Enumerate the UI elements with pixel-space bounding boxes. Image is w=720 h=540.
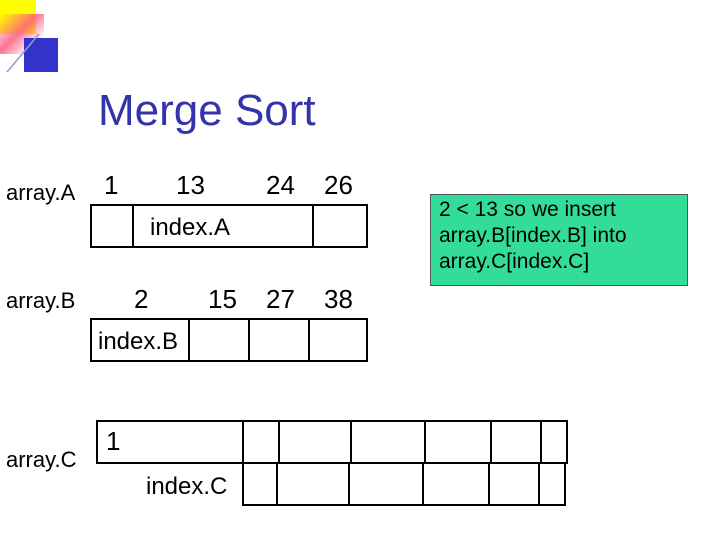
array-b-value: 2 (134, 284, 149, 314)
array-b-cell (310, 318, 368, 362)
array-c-cell (278, 462, 350, 506)
array-c-cell (352, 420, 426, 464)
array-a-value: 24 (266, 170, 295, 200)
array-c-cell (96, 420, 244, 464)
array-b-value: 27 (266, 284, 295, 314)
array-a-cell (134, 204, 314, 248)
array-a-cell (90, 204, 134, 248)
array-b-cell (190, 318, 250, 362)
array-c-value: 1 (106, 426, 121, 456)
array-b-cell (90, 318, 190, 362)
explanation-note: 2 < 13 so we insert array.B[index.B] int… (430, 194, 688, 286)
note-line: array.B[index.B] into (439, 224, 627, 247)
array-b-value: 38 (324, 284, 353, 314)
array-b-value: 15 (208, 284, 237, 314)
array-c-bottom-cells (242, 462, 566, 506)
array-c-cell (350, 462, 424, 506)
array-a-label: array.A (6, 180, 76, 205)
array-b-label: array.B (6, 288, 76, 313)
array-a-value: 1 (104, 170, 119, 200)
array-c-cell (540, 462, 566, 506)
array-c-cell (280, 420, 352, 464)
array-a-value: 26 (324, 170, 353, 200)
index-b-label: index.B (98, 328, 179, 355)
index-a-label: index.A (150, 214, 231, 241)
note-line: array.C[index.C] (439, 250, 590, 273)
array-c-top-cells (96, 420, 568, 464)
array-c-cell (244, 420, 280, 464)
array-c-cell (492, 420, 542, 464)
array-c-cell (242, 462, 278, 506)
array-c-cell (490, 462, 540, 506)
array-c-cell (542, 420, 568, 464)
array-a-cells (90, 204, 368, 248)
array-b-cell (250, 318, 310, 362)
array-c-cell (424, 462, 490, 506)
index-c-label: index.C (146, 473, 228, 500)
array-a-cell (314, 204, 368, 248)
array-c-cell (426, 420, 492, 464)
array-b-cells (90, 318, 368, 362)
slide-title: Merge Sort (98, 86, 316, 135)
array-c-label: array.C (6, 447, 77, 472)
array-a-value: 13 (176, 170, 205, 200)
note-line: 2 < 13 so we insert (439, 198, 616, 221)
